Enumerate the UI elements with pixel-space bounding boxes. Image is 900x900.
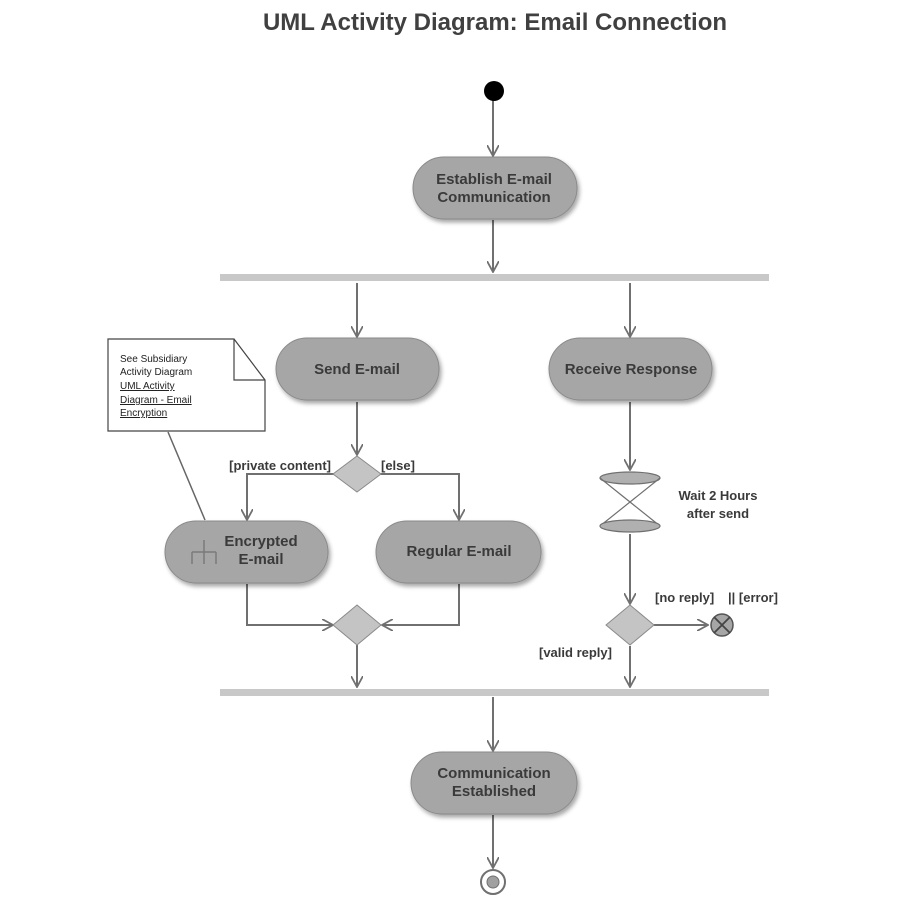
note-text: Activity Diagram — [120, 367, 192, 378]
note: See Subsidiary Activity Diagram UML Acti… — [107, 338, 266, 432]
action-label: Encrypted — [224, 533, 297, 550]
join-bar — [220, 689, 769, 696]
action-label: Established — [452, 783, 536, 800]
action-label: Regular E-mail — [406, 543, 511, 560]
fork-bar — [220, 274, 769, 281]
action-label: Send E-mail — [314, 361, 400, 378]
time-event-label: Wait 2 Hours — [679, 488, 758, 503]
decision-reply[interactable] — [605, 604, 655, 646]
action-send-email[interactable]: Send E-mail — [275, 337, 440, 401]
hourglass-icon[interactable] — [599, 471, 661, 533]
note-link[interactable]: Encryption — [120, 408, 167, 419]
action-label: Establish E-mail — [436, 171, 552, 188]
note-link[interactable]: UML Activity — [120, 381, 175, 392]
guard-error: || [error] — [728, 590, 778, 605]
note-text: See Subsidiary — [120, 354, 187, 365]
action-label: Communication — [437, 189, 550, 206]
guard-else: [else] — [381, 458, 415, 473]
action-label: Communication — [437, 765, 550, 782]
guard-private-content: [private content] — [229, 458, 331, 473]
time-event-label: after send — [687, 506, 749, 521]
guard-no-reply: [no reply] — [655, 590, 714, 605]
merge-node[interactable] — [332, 604, 382, 646]
flow-regular-to-merge — [382, 584, 460, 625]
action-label: E-mail — [238, 551, 283, 568]
activity-final-icon — [480, 869, 506, 895]
initial-node-icon — [484, 81, 504, 101]
action-encrypted-email[interactable]: Encrypted E-mail — [164, 520, 329, 584]
guard-valid-reply: [valid reply] — [539, 645, 612, 660]
rake-icon — [191, 540, 217, 564]
flows — [167, 100, 708, 868]
note-link[interactable]: Diagram - Email — [120, 395, 192, 406]
flow-decision-to-regular — [380, 473, 459, 520]
flow-encrypted-to-merge — [246, 584, 333, 625]
action-receive-response[interactable]: Receive Response — [548, 337, 713, 401]
action-establish-communication[interactable]: Establish E-mail Communication — [412, 156, 578, 220]
flow-decision-to-encrypted — [247, 473, 334, 520]
diagram-title: UML Activity Diagram: Email Connection — [263, 9, 727, 36]
decision-private-content[interactable] — [332, 455, 382, 493]
note-connector — [167, 431, 206, 521]
flow-final-icon — [710, 613, 734, 637]
action-communication-established[interactable]: Communication Established — [410, 751, 578, 815]
action-regular-email[interactable]: Regular E-mail — [375, 520, 542, 584]
action-label: Receive Response — [565, 361, 698, 378]
